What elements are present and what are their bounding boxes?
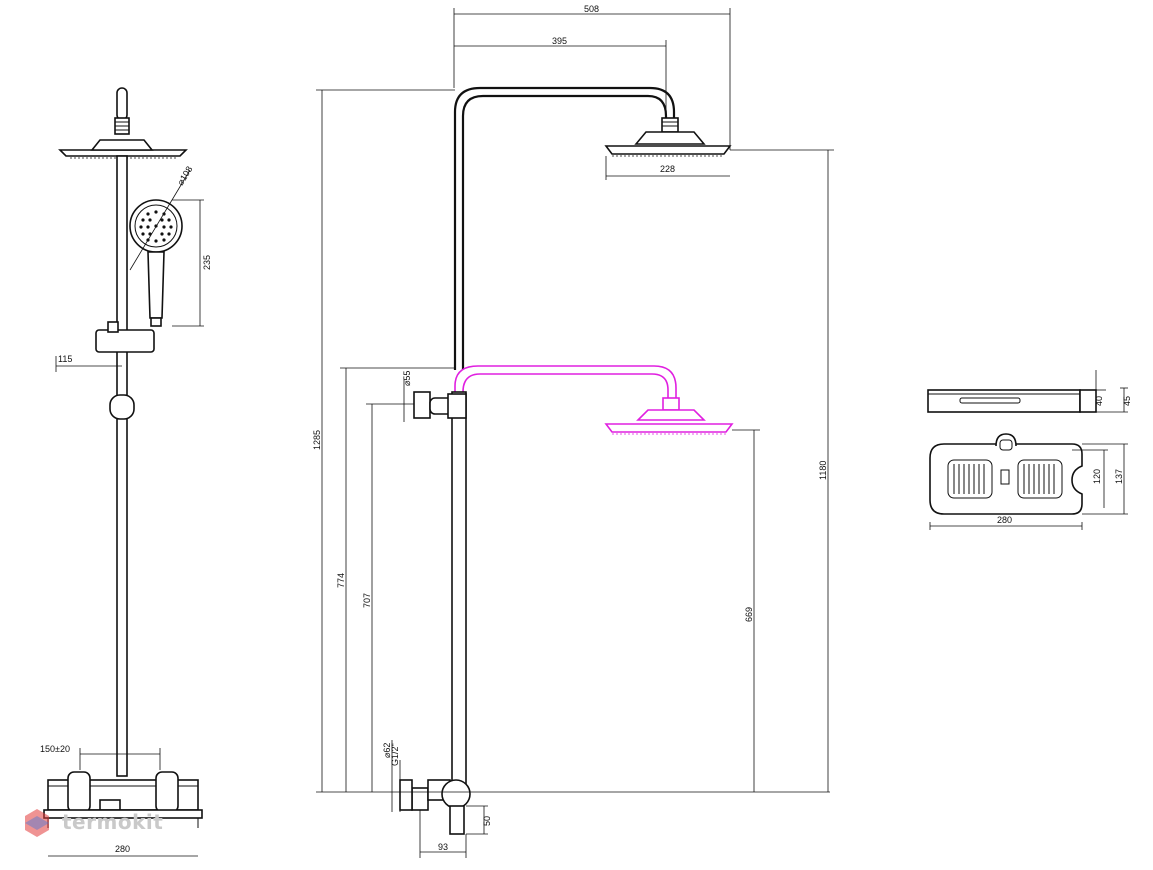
handshower-diameter-label: ⌀108 (175, 164, 194, 187)
termokit-logo-text: termokit (62, 810, 164, 834)
total-height-label: 1285 (312, 430, 322, 450)
front-view (316, 8, 834, 858)
head-diameter-label: 228 (660, 164, 675, 174)
lower-head-height-label: 669 (744, 607, 754, 622)
head-height-label: 1180 (818, 461, 828, 480)
outlet-height-label: 707 (362, 593, 372, 608)
arm-reach-label: 395 (552, 36, 567, 46)
inlet-diameter-label: ⌀62 (382, 743, 392, 758)
holder-diameter-label: ⌀55 (402, 371, 412, 386)
thread-label: G1/2" (390, 743, 400, 766)
shelf-depth-inner-label: 120 (1092, 469, 1102, 484)
arm-reach-total-label: 508 (584, 4, 599, 14)
inlet-depth-label: 50 (482, 816, 492, 826)
holder-offset-label: 115 (58, 354, 72, 364)
shelf-view (927, 370, 1128, 530)
wall-offset-label: 93 (438, 842, 448, 852)
inlet-spacing-label: 150±20 (40, 744, 70, 754)
termokit-logo-icon (25, 809, 49, 837)
lower-arm-height-label: 774 (336, 573, 346, 588)
shelf-slots (953, 464, 1055, 494)
shelf-depth-label: 137 (1114, 469, 1124, 484)
side-view (43, 87, 204, 857)
shelf-thickness-label: 40 (1094, 396, 1104, 406)
mixer-width-label: 280 (115, 844, 130, 854)
handshower-length-label: 235 (202, 255, 212, 270)
shelf-height-label: 45 (1122, 396, 1132, 406)
shelf-width-label: 280 (997, 515, 1012, 525)
